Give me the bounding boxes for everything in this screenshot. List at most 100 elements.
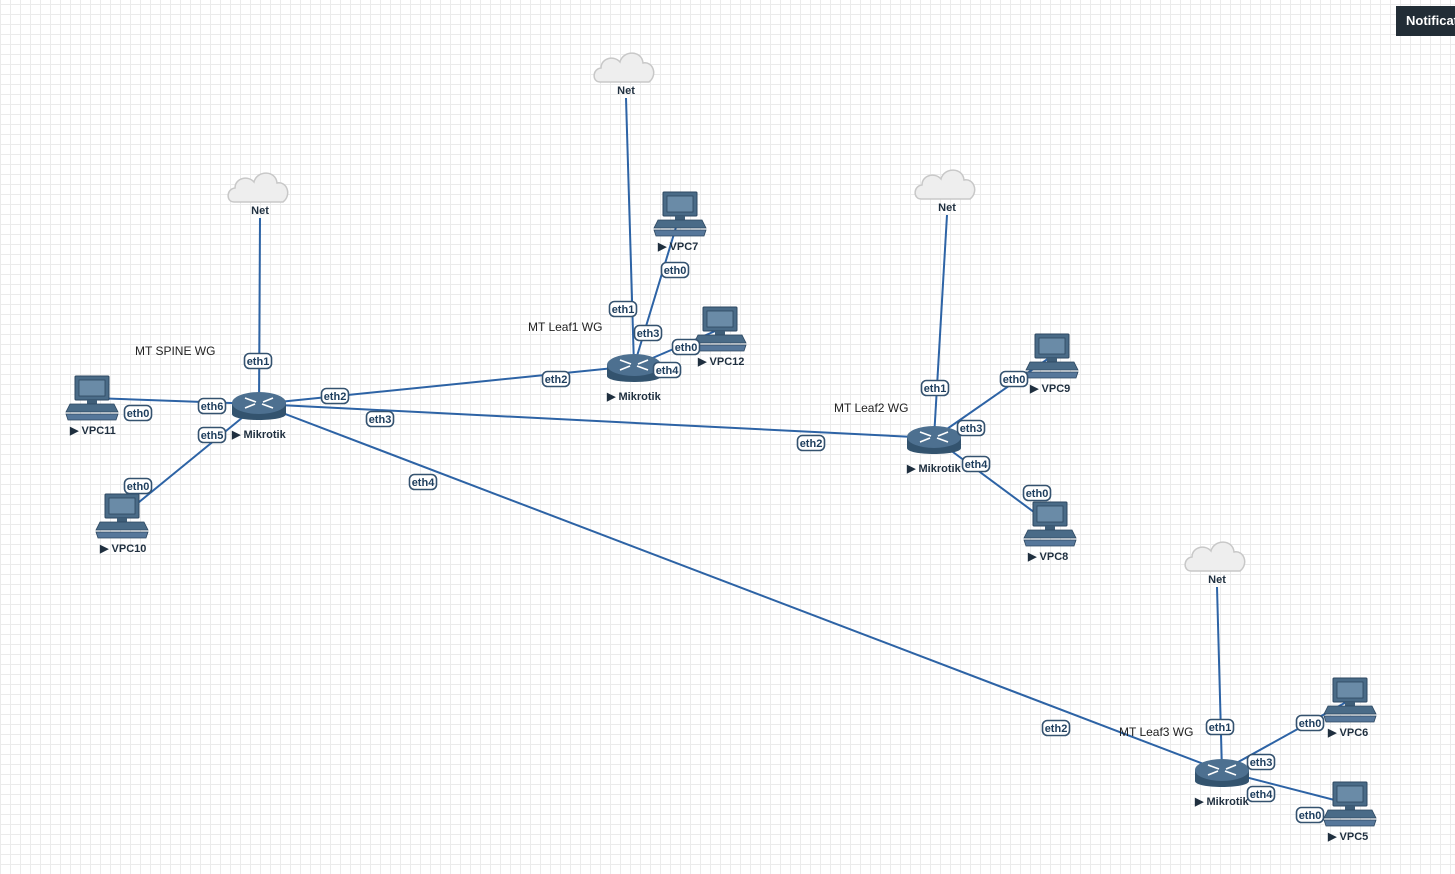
cloud-icon — [914, 169, 976, 200]
link-spine-leaf3[interactable] — [258, 403, 1223, 772]
port-label: eth2 — [1045, 723, 1068, 735]
port-badge-frame — [408, 473, 438, 491]
cloud-node-net4[interactable]: Net — [1184, 541, 1246, 586]
port-leaf3-eth1: eth1 — [1205, 718, 1235, 736]
pc-label: ▶ VPC5 — [1327, 831, 1368, 843]
pc-node-vpc7[interactable]: ▶ VPC7 — [653, 191, 707, 253]
link-spine-vpc10[interactable] — [121, 403, 260, 517]
port-badge-frame — [1022, 484, 1052, 502]
link-leaf2-net3[interactable] — [933, 214, 948, 439]
port-badge-frame — [956, 419, 986, 437]
port-leaf1-eth1: eth1 — [608, 300, 638, 318]
cloud-label: Net — [1208, 574, 1226, 586]
port-label: eth3 — [369, 414, 392, 426]
port-spine-eth1: eth1 — [243, 352, 273, 370]
link-spine-leaf2[interactable] — [258, 403, 935, 439]
port-vpc8-eth0: eth0 — [1022, 484, 1052, 502]
port-label: eth0 — [1026, 488, 1049, 500]
link-spine-vpc11[interactable] — [91, 397, 260, 405]
port-label: eth1 — [247, 356, 270, 368]
port-badge-frame — [243, 352, 273, 370]
pc-label: ▶ VPC8 — [1027, 551, 1068, 563]
port-vpc10-eth0: eth0 — [123, 477, 153, 495]
text-label-leaf1[interactable]: MT Leaf1 WG — [528, 320, 602, 334]
port-label: eth0 — [1003, 374, 1026, 386]
port-label: eth3 — [637, 328, 660, 340]
text-label-leaf2[interactable]: MT Leaf2 WG — [834, 401, 908, 415]
router-icon — [906, 425, 962, 455]
port-badge-frame — [961, 455, 991, 473]
port-badge-frame — [671, 338, 701, 356]
port-label: eth2 — [545, 374, 568, 386]
port-label: eth1 — [612, 304, 635, 316]
pc-node-vpc9[interactable]: ▶ VPC9 — [1025, 333, 1079, 395]
cloud-node-net2[interactable]: Net — [593, 52, 655, 97]
port-label: eth2 — [800, 438, 823, 450]
router-node-leaf3[interactable]: ▶ Mikrotik — [1194, 758, 1250, 808]
port-badge-frame — [633, 324, 663, 342]
port-label: eth5 — [201, 430, 224, 442]
text-label-spine[interactable]: MT SPINE WG — [135, 344, 215, 358]
port-badge-frame — [999, 370, 1029, 388]
router-icon — [231, 391, 287, 421]
port-label: eth3 — [1250, 757, 1273, 769]
pc-node-vpc10[interactable]: ▶ VPC10 — [95, 493, 149, 555]
pc-node-vpc8[interactable]: ▶ VPC8 — [1023, 501, 1077, 563]
cloud-node-net3[interactable]: Net — [914, 169, 976, 214]
notifications-button[interactable]: Notifications — [1396, 6, 1455, 36]
port-badge-frame — [920, 379, 950, 397]
computer-icon — [653, 191, 707, 237]
port-badge-frame — [320, 387, 350, 405]
link-leaf3-net4[interactable] — [1216, 586, 1223, 772]
cloud-label: Net — [938, 202, 956, 214]
text-label-leaf3[interactable]: MT Leaf3 WG — [1119, 725, 1193, 739]
port-badge-frame — [796, 434, 826, 452]
port-label: eth4 — [1250, 789, 1274, 801]
port-leaf2-eth4: eth4 — [961, 455, 991, 473]
port-spine-eth2: eth2 — [320, 387, 350, 405]
router-label: ▶ Mikrotik — [231, 429, 287, 441]
port-badge-frame — [608, 300, 638, 318]
pc-node-vpc12[interactable]: ▶ VPC12 — [693, 306, 747, 368]
pc-node-vpc11[interactable]: ▶ VPC11 — [65, 375, 119, 437]
port-badge-frame — [1295, 714, 1325, 732]
link-leaf1-net2[interactable] — [625, 97, 635, 367]
port-badge-frame — [123, 477, 153, 495]
port-badge-frame — [1246, 753, 1276, 771]
port-vpc5-eth0: eth0 — [1295, 806, 1325, 824]
pc-node-vpc5[interactable]: ▶ VPC5 — [1323, 781, 1377, 843]
port-leaf2-eth3: eth3 — [956, 419, 986, 437]
port-spine-eth5: eth5 — [197, 426, 227, 444]
port-label: eth0 — [1299, 810, 1322, 822]
pc-label: ▶ VPC10 — [99, 543, 146, 555]
cloud-node-net1[interactable]: Net — [227, 172, 289, 217]
port-vpc12-eth0: eth0 — [671, 338, 701, 356]
port-vpc7-eth0: eth0 — [660, 261, 690, 279]
cloud-label: Net — [251, 205, 269, 217]
router-node-leaf2[interactable]: ▶ Mikrotik — [906, 425, 962, 475]
cloud-icon — [1184, 541, 1246, 572]
port-label: eth4 — [656, 365, 680, 377]
router-node-leaf1[interactable]: ▶ Mikrotik — [606, 353, 662, 403]
port-label: eth4 — [412, 477, 436, 489]
port-badge-frame — [365, 410, 395, 428]
port-label: eth4 — [965, 459, 989, 471]
port-label: eth0 — [127, 481, 150, 493]
port-leaf1-eth4: eth4 — [652, 361, 682, 379]
ports-layer: eth1eth6eth0eth5eth0eth2eth2eth3eth2eth4… — [123, 261, 1325, 824]
port-leaf1-eth2: eth2 — [541, 370, 571, 388]
port-leaf3-eth4: eth4 — [1246, 785, 1276, 803]
port-label: eth0 — [664, 265, 687, 277]
router-node-spine[interactable]: ▶ Mikrotik — [231, 391, 287, 441]
port-label: eth0 — [1299, 718, 1322, 730]
link-spine-leaf1[interactable] — [258, 365, 635, 405]
router-label: ▶ Mikrotik — [906, 463, 962, 475]
port-leaf3-eth2: eth2 — [1041, 719, 1071, 737]
link-spine-net1[interactable] — [258, 217, 261, 405]
pc-node-vpc6[interactable]: ▶ VPC6 — [1323, 677, 1377, 739]
port-spine-eth4: eth4 — [408, 473, 438, 491]
port-label: eth2 — [324, 391, 347, 403]
computer-icon — [693, 306, 747, 352]
